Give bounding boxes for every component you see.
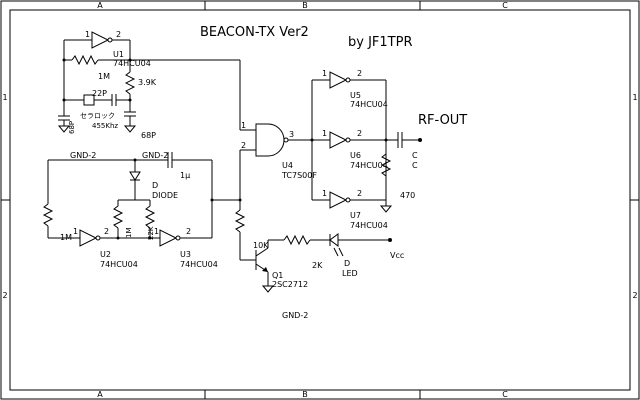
u5-ref: U5 — [350, 91, 361, 100]
resistor-22k — [144, 205, 156, 229]
col-label-c-top: C — [502, 1, 508, 10]
u6-pin-in: 1 — [322, 129, 327, 138]
row-label-2-right: 2 — [632, 291, 637, 300]
nand-gate-u4 — [240, 123, 312, 157]
u3-pin-in: 1 — [154, 227, 159, 236]
gnd-left-label: GND-2 — [70, 151, 96, 160]
u2-pin-in: 1 — [73, 227, 78, 236]
r-2k-value: 2K — [312, 261, 323, 270]
u1-part: 74HCU04 — [113, 59, 151, 68]
u5-pin-in: 1 — [322, 69, 327, 78]
u7-pin-out: 2 — [357, 189, 362, 198]
resistor-1m-mid — [112, 205, 124, 229]
led-part: LED — [342, 269, 358, 278]
col-label-b-top: B — [302, 1, 308, 10]
oscillator-section — [57, 31, 256, 133]
inverter-u2 — [79, 229, 98, 247]
c-68p-left-value: 68P — [68, 121, 76, 134]
col-label-a-top: A — [97, 1, 103, 10]
u1-ref: U1 — [113, 50, 124, 59]
resistor-1m-left — [42, 203, 54, 227]
u7-ref: U7 — [350, 211, 361, 220]
r-1m-a-value: 1M — [60, 233, 72, 242]
u5-part: 74HCU04 — [350, 100, 388, 109]
c-22p-value: 22P — [92, 89, 107, 98]
resistor-1m-top — [71, 54, 99, 66]
schematic-author: by JF1TPR — [348, 35, 412, 50]
col-label-a-bottom: A — [97, 390, 103, 399]
u2-part: 74HCU04 — [100, 260, 138, 269]
r-1m-top-value: 1M — [98, 72, 110, 81]
rf-out-label: RF-OUT — [418, 113, 467, 128]
u2-ref: U2 — [100, 250, 111, 259]
gnd-mid-label: GND-2 — [142, 151, 168, 160]
u7-part: 74HCU04 — [350, 221, 388, 230]
r-1m-b-value: 1M — [125, 228, 133, 239]
inverter-u3 — [159, 229, 178, 247]
c-out-value: C — [412, 161, 418, 170]
c-1u-value: 1μ — [180, 171, 190, 180]
output-buffers — [310, 71, 422, 213]
u3-ref: U3 — [180, 250, 191, 259]
col-label-c-bottom: C — [502, 390, 508, 399]
timer-section — [42, 150, 256, 261]
inverter-u6 — [329, 131, 348, 149]
inverter-u5 — [329, 71, 348, 89]
row-label-2-left: 2 — [2, 291, 7, 300]
u1-pin-in: 1 — [85, 30, 90, 39]
u4-pin-out: 3 — [289, 130, 294, 139]
r-22k-value: 22K — [147, 226, 155, 240]
u6-pin-out: 2 — [357, 129, 362, 138]
q1-part: 2SC2712 — [272, 280, 308, 289]
resistor-10k — [234, 209, 246, 233]
schematic-title: BEACON-TX Ver2 — [200, 25, 309, 40]
u7-pin-in: 1 — [322, 189, 327, 198]
row-label-1-left: 1 — [2, 93, 7, 102]
led-driver — [255, 233, 392, 293]
inverter-u7 — [329, 191, 348, 209]
led-symbol — [329, 233, 339, 247]
resistor-2k — [283, 234, 311, 246]
u4-ref: U4 — [282, 161, 293, 170]
u2-pin-out: 2 — [104, 227, 109, 236]
u3-part: 74HCU04 — [180, 260, 218, 269]
u4-pin-a: 1 — [241, 121, 246, 130]
diode-symbol — [129, 171, 141, 181]
q1-ref: Q1 — [272, 271, 283, 280]
u1-pin-out: 2 — [116, 30, 121, 39]
xtal-freq: 455Khz — [92, 122, 118, 130]
u4-part: TC7S00F — [281, 171, 317, 180]
u6-ref: U6 — [350, 151, 361, 160]
u5-pin-out: 2 — [357, 69, 362, 78]
inverter-u1 — [91, 31, 110, 49]
rf-out-terminal — [418, 138, 422, 142]
vcc-terminal — [388, 238, 392, 242]
r-10k-value: 10K — [253, 241, 269, 250]
vcc-label: Vcc — [390, 251, 404, 260]
resistor-3k9 — [124, 71, 136, 95]
led-ref: D — [344, 259, 350, 268]
u6-part: 74HCU04 — [350, 161, 388, 170]
col-label-b-bottom: B — [302, 390, 308, 399]
r-470-value: 470 — [400, 191, 415, 200]
xtal-name: セラロック — [80, 112, 115, 120]
resistor-470 — [380, 153, 392, 177]
diode-part: DIODE — [152, 191, 178, 200]
r-3k9-value: 3.9K — [138, 78, 157, 87]
row-label-1-right: 1 — [632, 93, 637, 102]
diode-ref: D — [152, 181, 158, 190]
u3-pin-out: 2 — [186, 227, 191, 236]
gnd-bottom-label: GND-2 — [282, 311, 308, 320]
c-out-ref: C — [412, 151, 418, 160]
u4-pin-b: 2 — [241, 141, 246, 150]
c-68p-right-value: 68P — [141, 131, 156, 140]
